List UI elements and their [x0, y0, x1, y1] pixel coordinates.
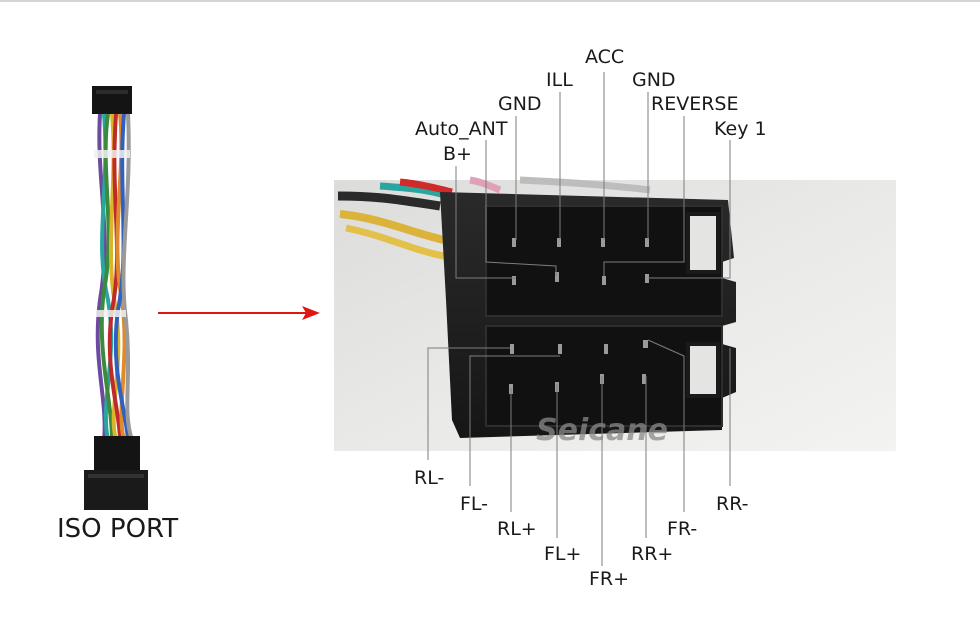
pin-label-reverse: REVERSE: [651, 93, 739, 115]
pin-label-gnd-left: GND: [498, 93, 542, 115]
pin-label-rr-plus: RR+: [631, 543, 674, 565]
connector-photo: Seicane: [334, 176, 896, 451]
pin-label-b-plus: B+: [443, 143, 472, 165]
pin-label-rl-plus: RL+: [497, 518, 537, 540]
pin-label-rr-minus: RR-: [716, 493, 749, 515]
pin-label-fr-plus: FR+: [589, 568, 630, 590]
iso-port-label: ISO PORT: [57, 514, 179, 544]
arrow-icon: [158, 306, 320, 320]
pin-label-key1: Key 1: [714, 118, 767, 140]
pin-label-auto-ant: Auto_ANT: [415, 118, 508, 140]
pin-label-rl-minus: RL-: [414, 467, 445, 489]
pin-label-fl-plus: FL+: [544, 543, 582, 565]
pin-label-fl-minus: FL-: [460, 493, 489, 515]
pin-label-ill: ILL: [546, 69, 573, 91]
iso-harness-image: [84, 86, 148, 510]
pin-label-fr-minus: FR-: [667, 518, 698, 540]
top-divider: [0, 0, 980, 2]
leader-lines-top: [455, 72, 731, 279]
pin-label-gnd-right: GND: [632, 69, 676, 91]
leader-lines-bottom: [427, 339, 731, 566]
pin-label-acc: ACC: [585, 46, 625, 68]
